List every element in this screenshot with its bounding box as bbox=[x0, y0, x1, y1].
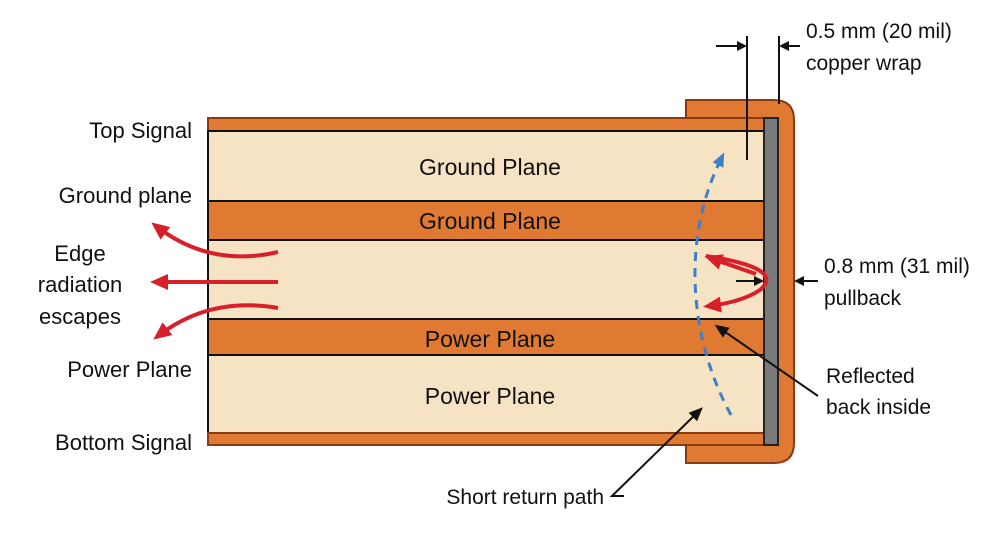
dielectric-core bbox=[207, 239, 767, 320]
reflection-arrow bbox=[703, 254, 769, 313]
return-path-curve bbox=[693, 152, 733, 416]
pullback-label-1: 0.8 mm (31 mil) bbox=[824, 255, 970, 278]
edge-radiation-label-1: Edge bbox=[54, 241, 105, 266]
copper-wrap-label-2: copper wrap bbox=[806, 52, 922, 75]
return-path-leader bbox=[609, 407, 703, 497]
radiation-arrow-upper bbox=[151, 222, 279, 259]
copper-wrap-label-1: 0.5 mm (20 mil) bbox=[806, 20, 952, 43]
reflected-label-2: back inside bbox=[826, 396, 931, 419]
power-plane-left-label: Power Plane bbox=[67, 357, 192, 382]
ground-plane-left-label: Ground plane bbox=[59, 183, 192, 208]
edge-radiation-label-2: radiation bbox=[38, 272, 122, 297]
edge-radiation-label-3: escapes bbox=[39, 304, 121, 329]
reflected-label-1: Reflected bbox=[826, 365, 915, 388]
top-signal-label: Top Signal bbox=[89, 118, 192, 143]
reflection-arrow-tail bbox=[704, 254, 757, 276]
pullback-label-2: pullback bbox=[824, 287, 902, 310]
ground-plane-inner-label: Ground Plane bbox=[419, 154, 561, 180]
power-plane-copper-label: Power Plane bbox=[425, 326, 555, 352]
ground-plane-copper-label: Ground Plane bbox=[419, 208, 561, 234]
power-plane-inner-label: Power Plane bbox=[425, 383, 555, 409]
reflected-leader bbox=[714, 324, 819, 397]
bottom-signal-label: Bottom Signal bbox=[55, 430, 192, 455]
edge-plating-strip bbox=[763, 117, 779, 446]
bottom-signal-layer bbox=[207, 432, 767, 446]
radiation-arrow-lower bbox=[153, 303, 279, 340]
return-path-label: Short return path bbox=[446, 486, 604, 509]
top-signal-layer bbox=[207, 117, 767, 132]
